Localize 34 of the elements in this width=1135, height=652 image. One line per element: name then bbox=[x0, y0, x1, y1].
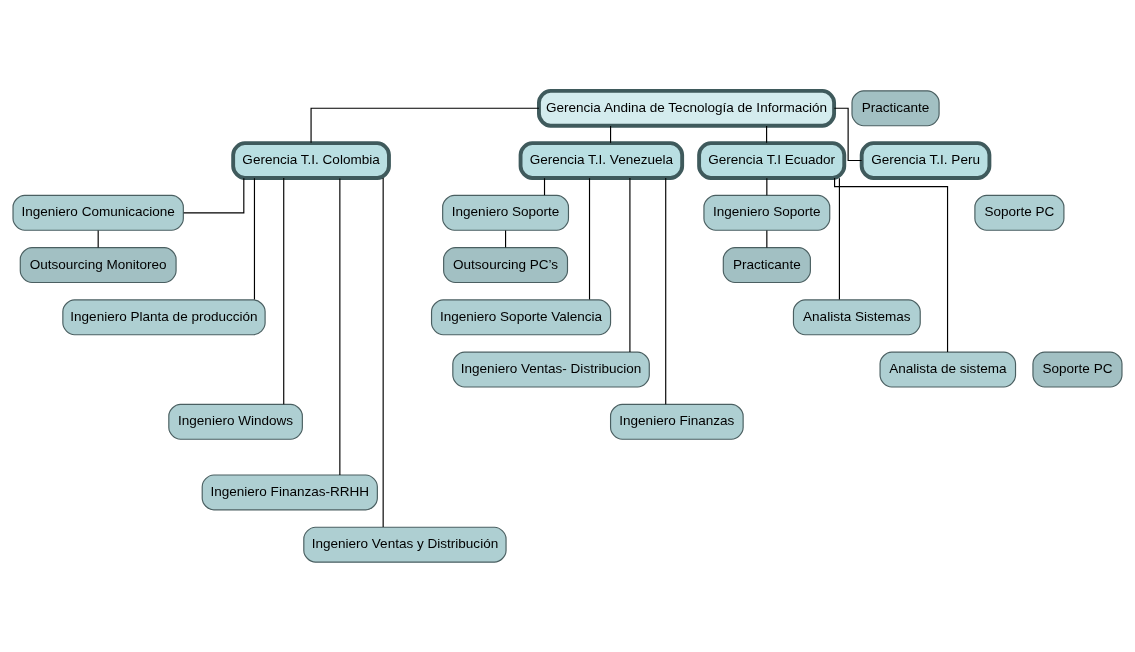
node-box: Gerencia T.I. Peru bbox=[859, 140, 992, 180]
connector bbox=[665, 177, 667, 405]
node-box: Practicante bbox=[851, 89, 940, 126]
node-box: Ingeniero Windows bbox=[168, 403, 303, 440]
node-box: Practicante bbox=[722, 246, 811, 283]
connector bbox=[838, 177, 840, 300]
connector bbox=[253, 177, 256, 300]
node-box: Outsourcing PC’s bbox=[443, 246, 569, 283]
node-box: Ingeniero Finanzas bbox=[609, 403, 744, 440]
node-box: Soporte PC bbox=[1032, 351, 1123, 388]
node-box: Gerencia T.I Ecuador bbox=[697, 140, 847, 180]
node-box: Gerencia Andina de Tecnología de Información bbox=[537, 88, 837, 128]
connector bbox=[588, 177, 591, 300]
connector bbox=[183, 177, 245, 213]
connector bbox=[339, 177, 341, 475]
connector bbox=[382, 176, 384, 528]
node-box: Gerencia T.I. Venezuela bbox=[518, 140, 685, 180]
node-box: Outsourcing Monitoreo bbox=[19, 246, 177, 283]
node-box: Ingeniero Ventas y Distribución bbox=[303, 526, 507, 563]
node-box: Ingeniero Ventas- Distribucion bbox=[452, 351, 650, 388]
node-box: Ingeniero Soporte bbox=[442, 194, 570, 231]
connector bbox=[629, 176, 631, 353]
node-box: Analista Sistemas bbox=[792, 298, 921, 335]
node-box: Gerencia T.I. Colombia bbox=[231, 140, 391, 180]
node-box: Ingeniero Soporte bbox=[703, 194, 831, 231]
connector bbox=[283, 177, 285, 405]
node-box: Analista de sistema bbox=[879, 351, 1017, 388]
node-box: Soporte PC bbox=[974, 194, 1065, 231]
node-box: Ingeniero Soporte Valencia bbox=[430, 298, 612, 335]
node-box: Ingeniero Finanzas-RRHH bbox=[201, 473, 378, 510]
node-box: Ingeniero Comunicacione bbox=[12, 194, 184, 231]
connector bbox=[310, 107, 540, 143]
connector bbox=[834, 177, 949, 353]
node-box: Ingeniero Planta de producción bbox=[62, 298, 266, 335]
